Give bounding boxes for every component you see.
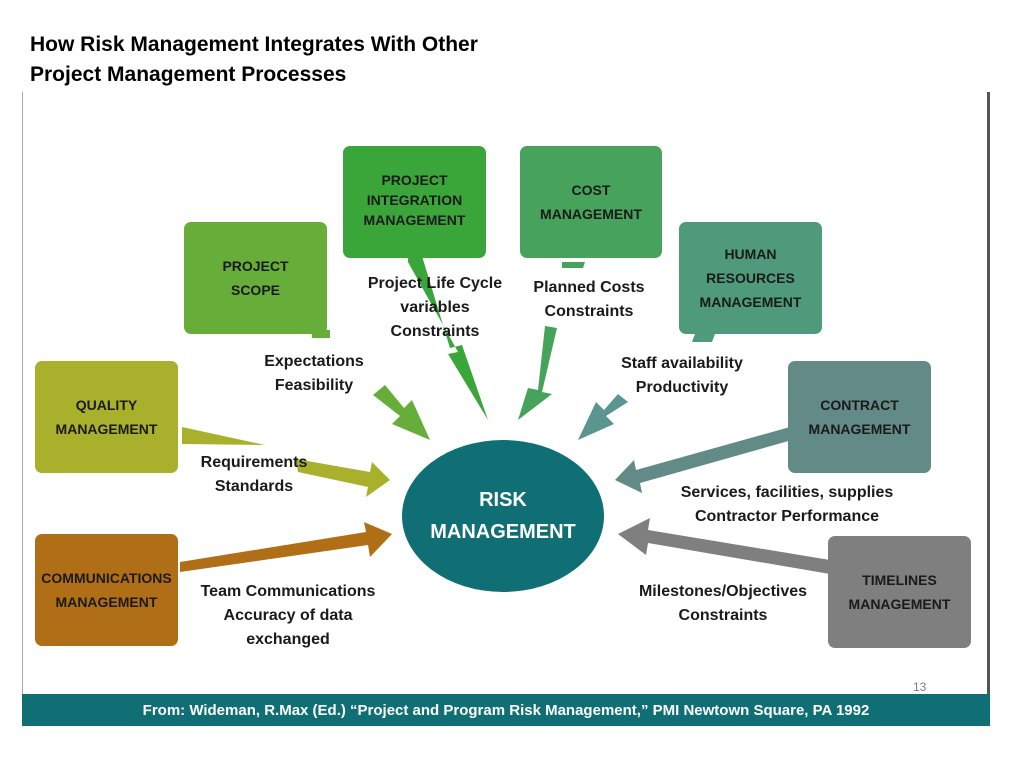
flow-label-quality: Requirements Standards xyxy=(186,451,322,499)
arrow-cost-head xyxy=(518,326,557,420)
flow-cost-line-2: Constraints xyxy=(544,303,634,320)
box-quality-line-1: QUALITY xyxy=(75,397,138,413)
box-human-line-1: HUMAN xyxy=(724,246,777,262)
box-integration-line-3: MANAGEMENT xyxy=(363,212,466,228)
flow-quality-line-2: Standards xyxy=(214,478,294,495)
arrow-scope-head xyxy=(373,385,430,440)
arrow-communications xyxy=(180,522,392,572)
title-line-2: Project Management Processes xyxy=(30,63,347,86)
title-line-1: How Risk Management Integrates With Othe… xyxy=(30,33,478,56)
box-timelines-line-1: TIMELINES xyxy=(862,572,937,588)
diagram-frame xyxy=(22,92,990,726)
box-communications: COMMUNICATIONS MANAGEMENT xyxy=(35,534,178,646)
box-quality: QUALITY MANAGEMENT xyxy=(35,361,178,473)
flow-scope-line-1: Expectations xyxy=(264,353,364,370)
flow-communications-line-2: Accuracy of data xyxy=(223,607,353,624)
box-integration-line-1: PROJECT xyxy=(381,172,448,188)
box-cost: COST MANAGEMENT xyxy=(520,146,662,258)
flow-integration-line-1: Project Life Cycle xyxy=(367,275,503,292)
flow-label-contract: Services, facilities, supplies Contracto… xyxy=(664,481,910,529)
arrow-integration xyxy=(408,256,488,420)
box-cost-line-2: MANAGEMENT xyxy=(540,206,642,222)
flow-human-line-2: Productivity xyxy=(635,379,729,396)
box-human: HUMAN RESOURCES MANAGEMENT xyxy=(679,222,822,334)
arrow-human xyxy=(692,334,715,342)
flow-label-cost: Planned Costs Constraints xyxy=(522,276,656,324)
source-citation: From: Wideman, R.Max (Ed.) “Project and … xyxy=(22,694,990,726)
arrow-human-head xyxy=(578,394,628,440)
risk-management-line-1: RISK xyxy=(479,489,527,511)
arrow-quality xyxy=(182,427,265,445)
box-scope: PROJECT SCOPE xyxy=(184,222,327,334)
box-integration: PROJECT INTEGRATION MANAGEMENT xyxy=(343,146,486,258)
arrow-timelines xyxy=(618,518,830,574)
flow-label-timelines: Milestones/Objectives Constraints xyxy=(620,580,826,628)
box-human-line-3: MANAGEMENT xyxy=(699,294,802,310)
flow-label-integration: Project Life Cycle variables Constraints xyxy=(355,272,515,344)
flow-human-line-1: Staff availability xyxy=(621,355,743,372)
box-timelines: TIMELINES MANAGEMENT xyxy=(828,536,971,648)
arrow-cost xyxy=(562,262,585,268)
flow-label-communications: Team Communications Accuracy of data exc… xyxy=(186,580,390,652)
box-cost-line-1: COST xyxy=(571,182,611,198)
flow-communications-line-1: Team Communications xyxy=(200,583,376,600)
flow-contract-line-2: Contractor Performance xyxy=(694,508,880,525)
flow-timelines-line-1: Milestones/Objectives xyxy=(638,583,808,600)
page-title: How Risk Management Integrates With Othe… xyxy=(30,30,478,90)
flow-integration-line-3: Constraints xyxy=(390,323,480,340)
flow-timelines-line-2: Constraints xyxy=(678,607,768,624)
box-scope-line-2: SCOPE xyxy=(230,282,280,298)
flow-contract-line-1: Services, facilities, supplies xyxy=(680,484,894,501)
box-human-line-2: RESOURCES xyxy=(706,270,795,286)
box-contract-line-2: MANAGEMENT xyxy=(808,421,911,437)
flow-label-human: Staff availability Productivity xyxy=(603,352,761,400)
box-timelines-line-2: MANAGEMENT xyxy=(848,596,951,612)
box-contract-line-1: CONTRACT xyxy=(820,397,899,413)
box-communications-line-1: COMMUNICATIONS xyxy=(41,570,172,586)
box-communications-line-2: MANAGEMENT xyxy=(55,594,158,610)
flow-communications-line-3: exchanged xyxy=(246,631,330,648)
flow-quality-line-1: Requirements xyxy=(200,454,308,471)
arrow-contract xyxy=(615,427,792,493)
arrow-quality-head xyxy=(296,459,390,497)
box-integration-line-2: INTEGRATION xyxy=(366,192,463,208)
flow-label-scope: Expectations Feasibility xyxy=(252,350,376,398)
flow-integration-line-2: variables xyxy=(400,299,470,316)
box-contract: CONTRACT MANAGEMENT xyxy=(788,361,931,473)
box-scope-line-1: PROJECT xyxy=(222,258,289,274)
risk-management-node: RISK MANAGEMENT xyxy=(402,440,604,592)
box-quality-line-2: MANAGEMENT xyxy=(55,421,158,437)
slide-number: 13 xyxy=(913,680,927,694)
risk-management-line-2: MANAGEMENT xyxy=(430,521,576,543)
flow-scope-line-2: Feasibility xyxy=(274,377,354,394)
flow-cost-line-1: Planned Costs xyxy=(533,279,645,296)
